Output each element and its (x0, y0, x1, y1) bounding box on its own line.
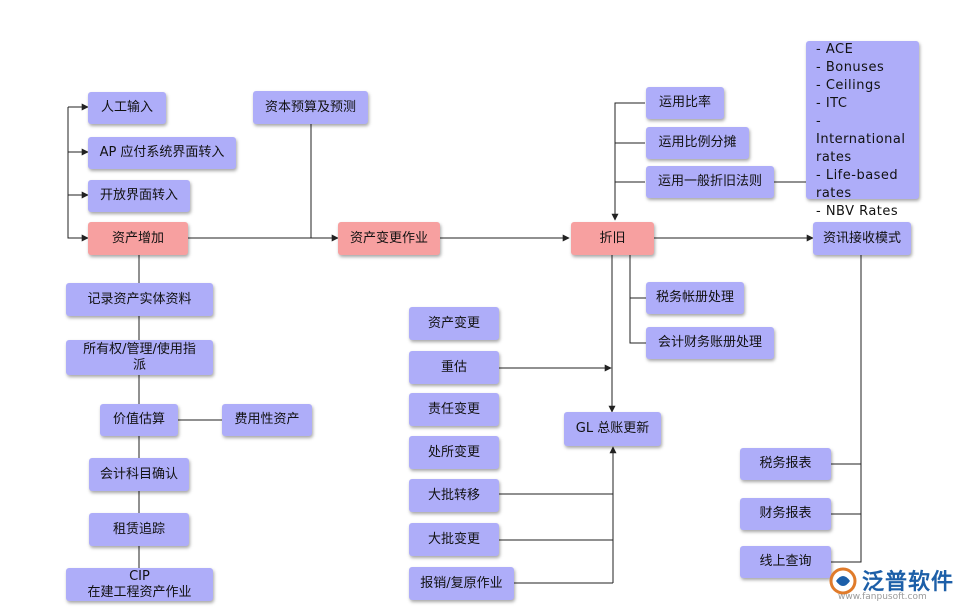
node-use-ratio-alloc: 运用比例分摊 (646, 127, 749, 159)
logo-text: 泛普软件 (862, 570, 955, 595)
rates-list: - ACE - Bonuses - Ceilings - ITC - Internati… (816, 41, 909, 221)
node-open-transfer: 开放界面转入 (88, 180, 190, 212)
node-depreciation: 折旧 (571, 222, 654, 255)
node-use-ratio: 运用比率 (646, 87, 724, 119)
node-manual-input: 人工输入 (88, 92, 166, 124)
rates-list-item: - ITC (816, 96, 848, 111)
node-valuation: 价值估算 (100, 404, 178, 436)
node-budget: 资本预算及预测 (253, 91, 368, 124)
node-ap-transfer: AP 应付系统界面转入 (88, 137, 236, 169)
node-batch-transfer: 大批转移 (409, 479, 499, 512)
logo: 泛普软件 www.fanpusoft.com (826, 562, 956, 608)
rates-list-item: - Bonuses (816, 60, 885, 75)
logo-url: www.fanpusoft.com (838, 592, 927, 602)
node-use-general-method: 运用一般折旧法则 (646, 166, 774, 198)
node-rates-list: - ACE - Bonuses - Ceilings - ITC - Internati… (806, 41, 919, 219)
node-location-change: 处所变更 (409, 436, 499, 469)
logo-mark-icon (829, 567, 857, 595)
node-gl-update: GL 总账更新 (564, 412, 661, 446)
node-lease-tracking: 租赁追踪 (89, 513, 189, 546)
rates-list-item: - Life-based rates (816, 168, 899, 201)
node-tax-report: 税务报表 (740, 448, 831, 480)
line-tax-book (629, 255, 646, 299)
line-acct-book (629, 298, 646, 344)
rates-list-item: - NBV Rates (816, 204, 899, 219)
node-asset-change: 资产变更 (409, 307, 499, 340)
node-revaluation: 重估 (409, 351, 499, 384)
node-acct-book: 会计财务账册处理 (646, 327, 774, 359)
node-resp-change: 责任变更 (409, 393, 499, 426)
node-batch-change: 大批变更 (409, 523, 499, 556)
node-asset-addition: 资产增加 (88, 222, 188, 255)
node-online-query: 线上查询 (740, 546, 831, 578)
node-tax-book: 税务帐册处理 (646, 282, 744, 314)
line-ratio-stack (611, 102, 645, 221)
rates-list-item: - ACE (816, 42, 854, 57)
rates-list-item: - Ceilings (816, 78, 881, 93)
node-cip: CIP 在建工程资产作业 (66, 568, 213, 601)
line-info-to-reports (831, 255, 862, 563)
node-record-entity: 记录资产实体资料 (66, 283, 213, 316)
node-scrap-restore: 报销/复原作业 (409, 567, 514, 600)
node-asset-change-op: 资产变更作业 (338, 222, 440, 255)
node-account-confirm: 会计科目确认 (89, 458, 189, 491)
node-expense-asset: 费用性资产 (222, 404, 312, 436)
node-info-receive: 资讯接收模式 (813, 222, 911, 255)
line-input-stack (67, 107, 89, 242)
rates-list-item: - International rates (816, 114, 906, 165)
node-ownership: 所有权/管理/使用指 派 (66, 340, 213, 375)
node-fin-report: 财务报表 (740, 498, 831, 530)
